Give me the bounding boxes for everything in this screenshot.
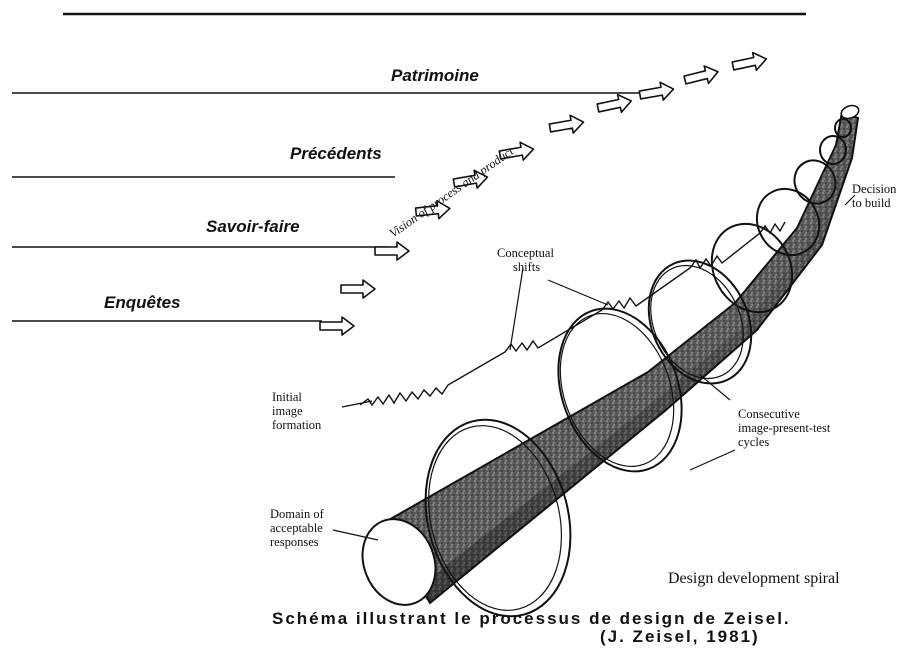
arrow-icon bbox=[731, 50, 768, 75]
design-tube bbox=[350, 103, 860, 616]
leader-lines bbox=[333, 195, 855, 540]
input-lines bbox=[12, 93, 640, 321]
domain-responses-label: Domain of acceptable responses bbox=[270, 507, 327, 549]
vision-label: Vision of process and product bbox=[387, 144, 517, 241]
arrow-icon bbox=[320, 317, 354, 335]
initial-image-formation-label: Initial image formation bbox=[272, 390, 322, 432]
arrow-icon bbox=[375, 242, 409, 260]
input-label-savoir-faire: Savoir-faire bbox=[206, 217, 300, 236]
conceptual-shifts-label: Conceptual shifts bbox=[497, 246, 557, 274]
arrow-icon bbox=[596, 92, 633, 117]
arrow-icon bbox=[548, 113, 585, 137]
arrow-icon bbox=[341, 280, 375, 298]
figure-credit: (J. Zeisel, 1981) bbox=[600, 627, 760, 647]
spiral-title: Design development spiral bbox=[668, 570, 840, 587]
figure-caption: Schéma illustrant le processus de design… bbox=[272, 609, 791, 629]
arrow-icon bbox=[683, 63, 720, 89]
input-label-enquetes: Enquêtes bbox=[104, 293, 181, 312]
input-label-patrimoine: Patrimoine bbox=[391, 66, 479, 85]
input-label-precedents: Précédents bbox=[290, 144, 382, 163]
decision-to-build-label: Decision to build bbox=[852, 182, 900, 210]
consecutive-cycles-label: Consecutive image-present-test cycles bbox=[738, 407, 833, 449]
arrow-icon bbox=[638, 80, 675, 104]
